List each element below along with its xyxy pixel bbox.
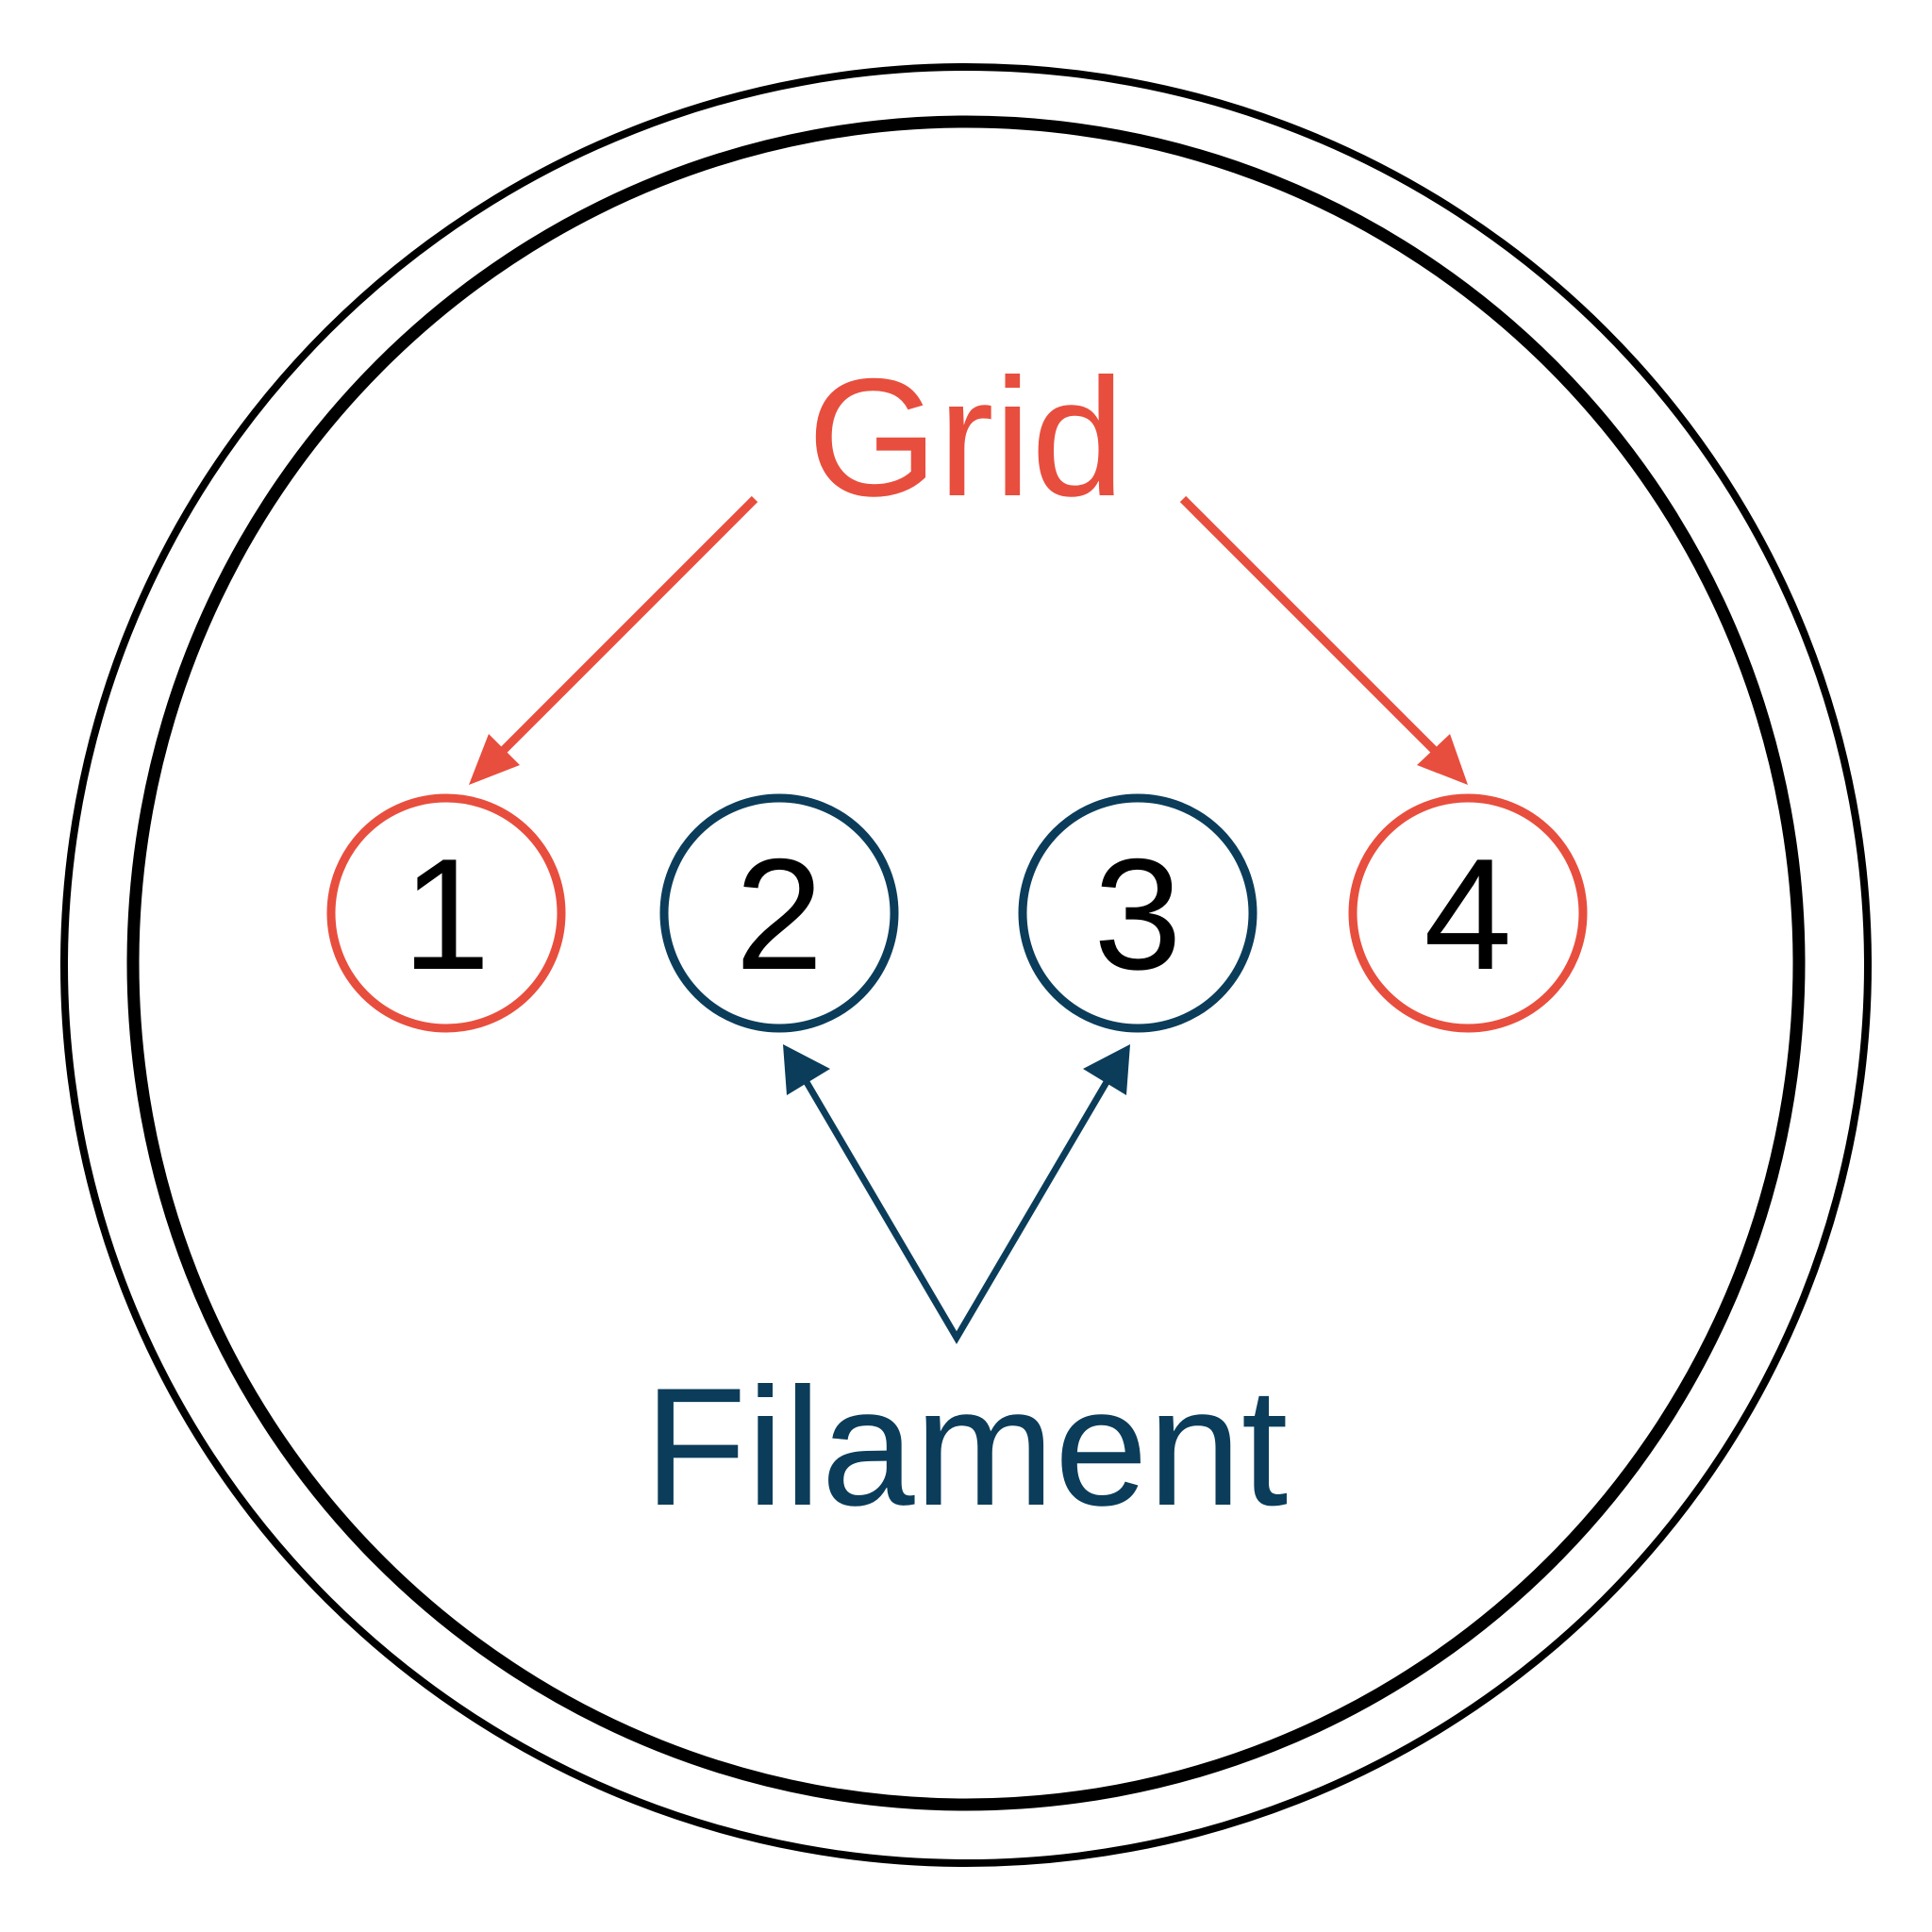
filament-label: Filament xyxy=(644,1353,1289,1541)
grid-arrow-right-head xyxy=(1417,734,1468,785)
outer-ring xyxy=(60,63,1872,1867)
node-4: 4 xyxy=(1348,793,1588,1033)
grid-arrow-left-shaft xyxy=(498,495,758,756)
grid-label: Grid xyxy=(808,343,1124,531)
node-1: 1 xyxy=(326,793,566,1033)
grid-arrow-left-head xyxy=(469,734,520,785)
node-3: 3 xyxy=(1018,793,1257,1033)
node-3-circle xyxy=(1018,793,1257,1033)
node-4-circle xyxy=(1348,793,1588,1033)
filament-arrow-right-head xyxy=(1083,1044,1130,1095)
node-1-circle xyxy=(326,793,566,1033)
node-2-circle xyxy=(659,793,899,1033)
inner-ring xyxy=(126,115,1806,1811)
node-4-label: 4 xyxy=(1424,825,1511,1003)
filament-arrow-shafts xyxy=(800,1075,1113,1344)
grid-arrow-right-shaft xyxy=(1179,495,1440,756)
node-1-label: 1 xyxy=(402,825,490,1003)
filament-arrow-left-head xyxy=(783,1044,830,1095)
node-2-label: 2 xyxy=(735,825,823,1003)
node-3-label: 3 xyxy=(1093,825,1181,1003)
node-2: 2 xyxy=(659,793,899,1033)
